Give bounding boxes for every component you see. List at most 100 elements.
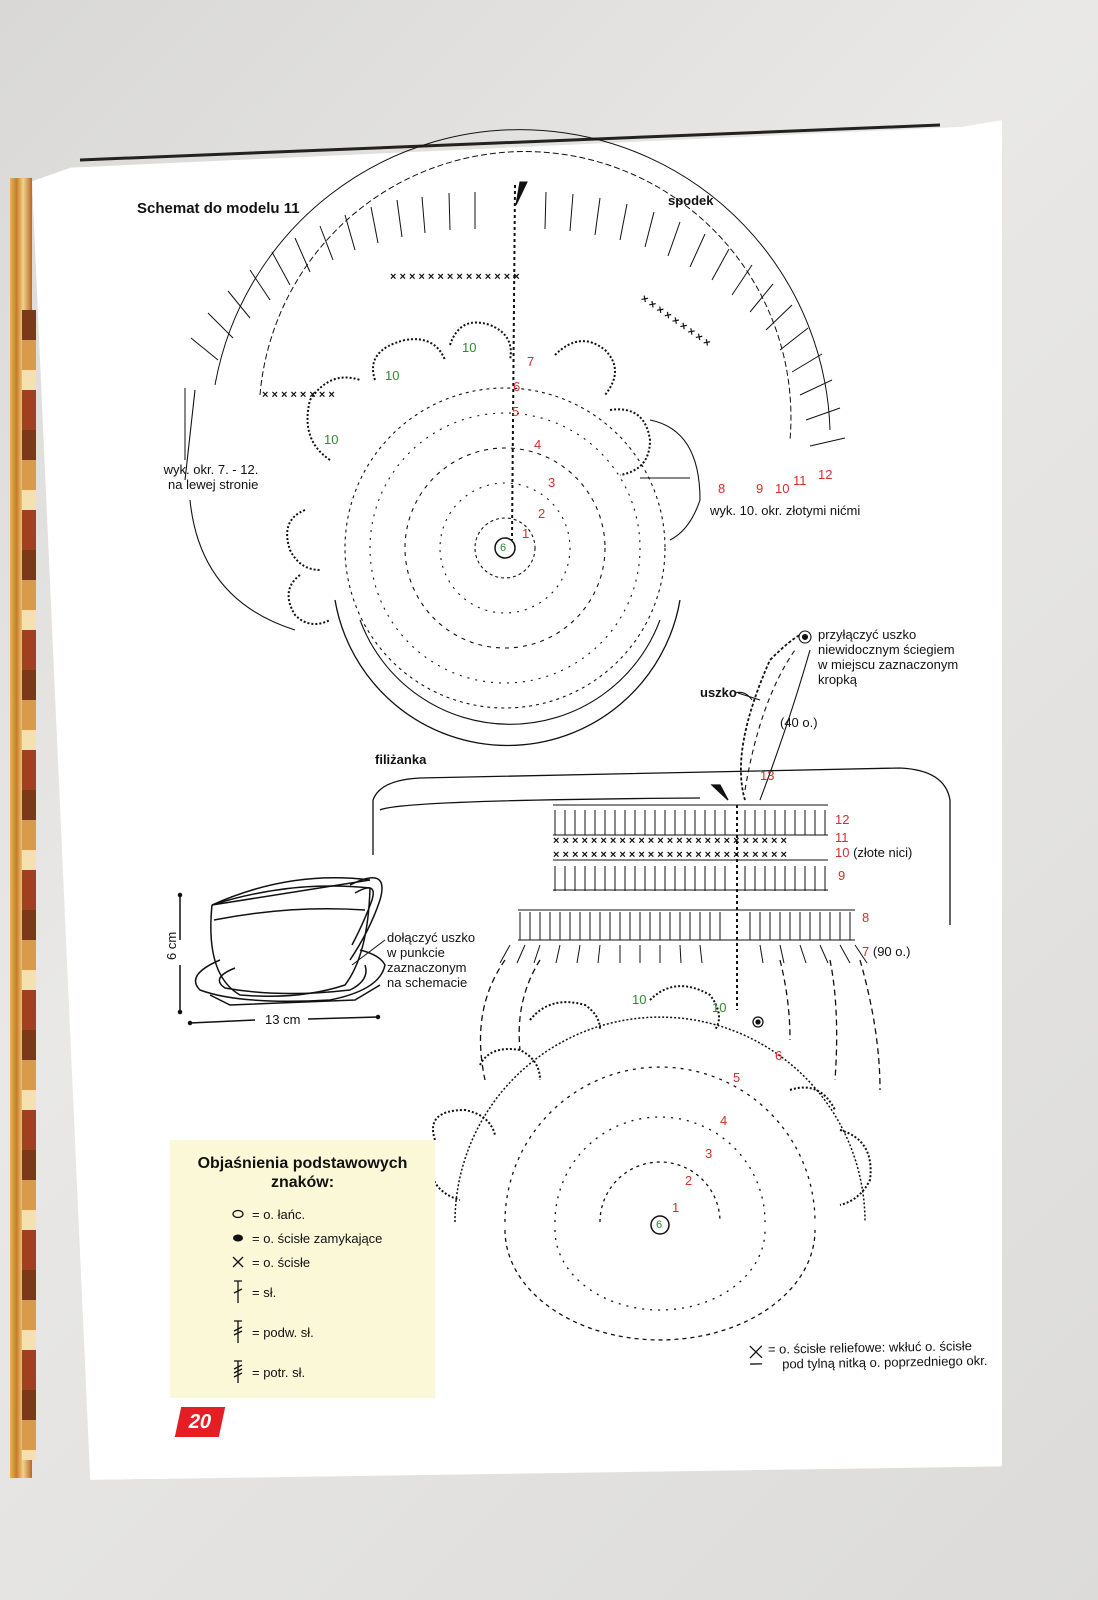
cup-row-9: 9: [838, 868, 845, 883]
cup-row-7: 7 (90 o.): [862, 944, 910, 959]
legend-item-treble: = podw. sł.: [228, 1320, 314, 1344]
svg-text:× × × × × × × × × × × × × × ×: × × × × × × × × × × × × × × × × × × × × …: [553, 835, 787, 847]
legend-item-double-crochet: = sł.: [228, 1280, 276, 1304]
saucer-stitch-rays: [190, 191, 846, 447]
svg-text:× × × × × × × × × × × × × × ×: × × × × × × × × × × × × × × × × × × × × …: [553, 849, 787, 861]
cup-green-10a: 10: [632, 992, 647, 1007]
cup-row-8: 8: [862, 910, 869, 925]
handle-round-13: 13: [760, 768, 775, 783]
cup-illustration: [177, 877, 386, 1026]
note-line: wyk. okr. 7. - 12.: [163, 462, 259, 477]
legend-item-slip-stitch: = o. ścisłe zamykające: [228, 1226, 382, 1250]
note-line: kropką: [818, 672, 858, 687]
round-num-1: 1: [522, 526, 530, 541]
illustration-note: dołączyć uszko w punkcie zaznaczonym na …: [387, 930, 475, 990]
single-crochet-x-icon: [228, 1250, 248, 1274]
book-cover-strip: [22, 310, 36, 1460]
width-dimension: 13 cm: [265, 1012, 301, 1027]
cup-row-10: 10 (złote nici): [835, 845, 912, 860]
note-line: zaznaczonym: [387, 960, 467, 975]
note-line: dołączyć uszko: [387, 930, 476, 945]
round-num-3: 3: [548, 475, 556, 490]
relief-stitch-icon: [748, 1342, 765, 1372]
cup-round-1: 1: [672, 1200, 680, 1215]
note-line: niewidocznym ściegiem: [818, 642, 955, 657]
svg-text:× × × × × × × ×: × × × × × × × ×: [262, 389, 335, 401]
row-number: 12: [835, 812, 850, 827]
round-num-4: 4: [534, 437, 542, 452]
note-line: przyłączyć uszko: [818, 627, 917, 642]
saucer-right-note: wyk. 10. okr. złotymi nićmi: [710, 503, 861, 518]
treble-crochet-icon: [228, 1320, 248, 1344]
legend-item-double-treble: = potr. sł.: [228, 1360, 305, 1384]
legend-title-line: znaków:: [270, 1174, 335, 1191]
round-num-9: 9: [756, 481, 764, 496]
round-num-7: 7: [527, 354, 535, 369]
cup-round-6: 6: [775, 1048, 783, 1063]
saucer-green-10b: 10: [385, 368, 400, 383]
svg-text:× × × × × × × × × × × × × ×: × × × × × × × × × × × × × ×: [390, 271, 520, 283]
cup-round-2: 2: [685, 1173, 693, 1188]
row-number: 10: [835, 845, 850, 860]
double-treble-icon: [228, 1360, 248, 1384]
double-crochet-icon: [228, 1280, 248, 1304]
legend-text: = sł.: [252, 1284, 277, 1300]
handle-chain-count: (40 o.): [780, 715, 818, 730]
height-dimension: 6 cm: [164, 931, 179, 960]
relief-note: = o. ścisłe reliefowe: wkłuć o. ścisłe p…: [748, 1338, 988, 1372]
cup-round-3: 3: [705, 1146, 713, 1161]
round-num-5: 5: [512, 404, 520, 419]
page-title: Schemat do modelu 11: [137, 200, 300, 217]
legend-title-line: Objaśnienia podstawowych: [197, 1155, 408, 1172]
legend-text: = o. ścisłe: [252, 1254, 311, 1270]
chain-circle-icon: [228, 1202, 248, 1226]
leader-lines: [184, 388, 753, 701]
saucer-left-note: wyk. okr. 7. - 12. na lewej stronie: [148, 462, 259, 492]
legend-box: Objaśnienia podstawowych znaków: = o. ła…: [170, 1140, 435, 1398]
row-number: 9: [838, 868, 846, 883]
round-num-8: 8: [718, 481, 726, 496]
saucer-x-row: × × × × × × × × × × × × × × × × × × × × …: [262, 271, 713, 401]
note-line: w miejscu zaznaczonym: [818, 657, 959, 672]
saucer-diagram: [184, 129, 831, 747]
note-line: na schemacie: [387, 975, 468, 990]
cup-diagram: [372, 767, 951, 1341]
handle-label: uszko: [700, 685, 737, 700]
cup-stitch-columns: [499, 810, 868, 964]
handle-note: przyłączyć uszko niewidocznym ściegiem w…: [818, 627, 958, 687]
cup-x-rows: × × × × × × × × × × × × × × × × × × × × …: [553, 835, 787, 861]
cup-round-5: 5: [733, 1070, 741, 1085]
row-note: (złote nici): [853, 845, 913, 860]
cup-row-12: 12: [835, 812, 849, 827]
note-line: w punkcie: [387, 945, 445, 960]
legend-item-single-crochet: = o. ścisłe: [228, 1250, 310, 1274]
round-num-11: 11: [793, 473, 807, 488]
cup-row-11: 11: [835, 830, 849, 845]
legend-text: = o. ścisłe zamykające: [252, 1230, 383, 1246]
row-number: 8: [862, 910, 870, 925]
saucer-green-10a: 10: [462, 340, 477, 355]
cup-round-4: 4: [720, 1113, 728, 1128]
round-num-6: 6: [513, 379, 521, 394]
saucer-label: spodek: [668, 193, 714, 208]
legend-text: = potr. sł.: [252, 1364, 306, 1380]
round-num-10: 10: [775, 481, 790, 496]
svg-text:× × × × × × × × ×: × × × × × × × × ×: [638, 293, 712, 350]
legend-title: Objaśnienia podstawowych znaków:: [170, 1154, 435, 1192]
cup-label: filiżanka: [375, 752, 427, 767]
round-num-12: 12: [818, 467, 833, 482]
slip-stitch-dot-icon: [228, 1226, 248, 1250]
round-num-2: 2: [538, 506, 546, 521]
row-number: 11: [835, 830, 849, 845]
legend-item-chain: = o. łańc.: [228, 1202, 305, 1226]
note-line: na lewej stronie: [168, 477, 259, 492]
row-number: 7: [862, 944, 870, 959]
legend-text: = podw. sł.: [252, 1324, 314, 1340]
saucer-green-10c: 10: [324, 432, 339, 447]
page-number: 20: [174, 1407, 226, 1437]
row-note: (90 o.): [872, 944, 911, 959]
cup-center-label: 6: [656, 1219, 663, 1231]
saucer-center-label: 6: [500, 542, 507, 554]
cup-green-10b: 10: [712, 1000, 727, 1015]
